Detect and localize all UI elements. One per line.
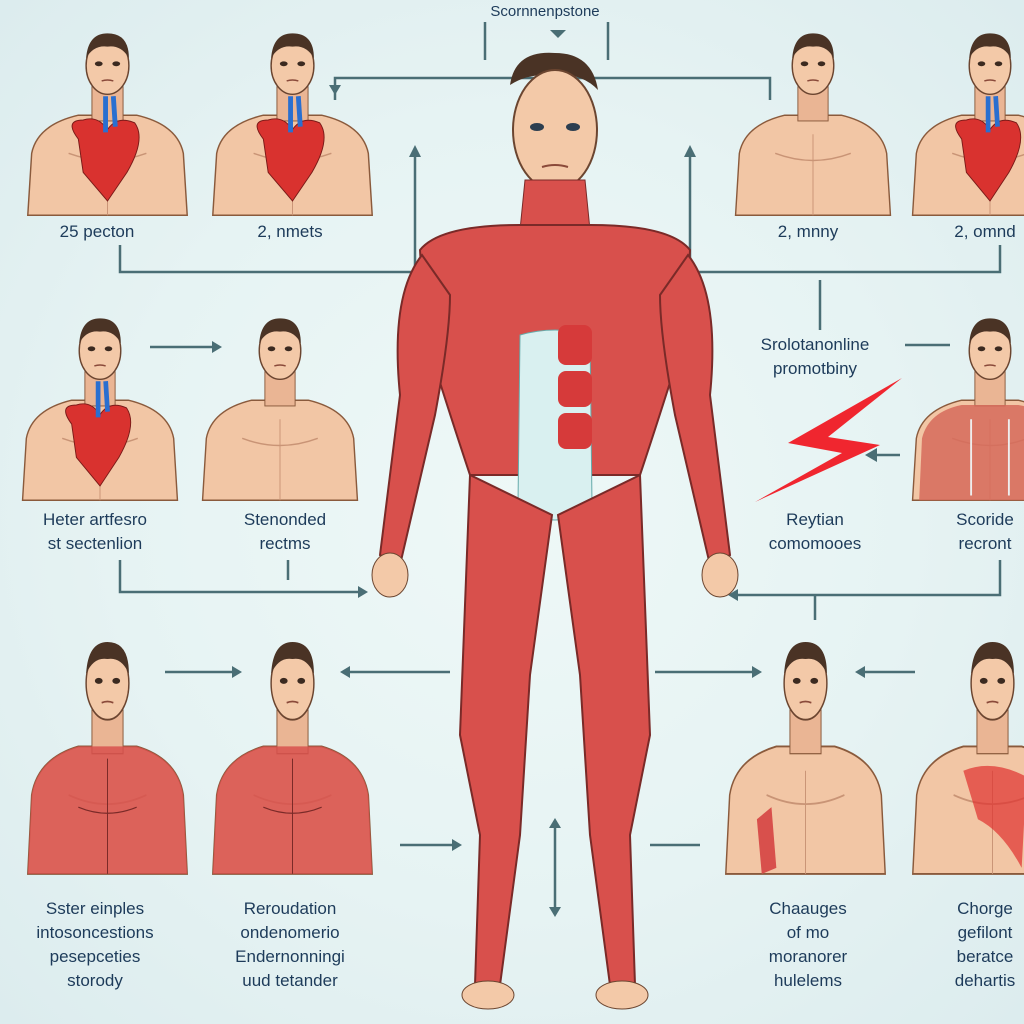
label-line: 2, nmets: [257, 222, 323, 241]
human-torso-icon: [718, 625, 893, 880]
panel-label: 2, mnny: [778, 220, 838, 244]
figure-top-right-2: [905, 20, 1024, 220]
human-torso-icon: [15, 305, 185, 505]
human-torso-icon: [205, 625, 380, 880]
panel-label: Heter artfesro st sectenlion: [43, 508, 147, 556]
panel-label: Chorge gefilont beratce dehartis: [955, 897, 1015, 993]
label-line: 25 pecton: [59, 222, 135, 241]
human-torso-icon: [905, 20, 1024, 220]
label-line: moranorer: [768, 947, 848, 966]
bolt-label: Reytian comomooes: [769, 508, 862, 556]
label-line: gefilont: [957, 923, 1013, 942]
human-torso-icon: [195, 305, 365, 505]
text-line: promotbiny: [772, 359, 858, 378]
label-line: storody: [67, 971, 123, 990]
connector-line: [400, 825, 700, 910]
figure-bottom-right-2: [905, 625, 1024, 880]
label-line: Stenonded: [243, 510, 327, 529]
human-torso-icon: [905, 305, 1024, 505]
panel-label: Stenonded rectms: [244, 508, 326, 556]
human-torso-icon: [905, 625, 1024, 880]
figure-mid-right-2: [905, 305, 1024, 505]
label-line: pesepceties: [49, 947, 141, 966]
connector-line: [483, 22, 610, 60]
human-torso-icon: [205, 20, 380, 220]
figure-bottom-left-2: [205, 625, 380, 880]
figure-bottom-left-1: [20, 625, 195, 880]
connector-line: [118, 150, 417, 274]
connector-line: [150, 280, 950, 457]
label-line: 2, mnny: [777, 222, 839, 241]
label-line: intosoncestions: [36, 923, 154, 942]
panel-label: 2, nmets: [257, 220, 322, 244]
figure-top-left-2: [205, 20, 380, 220]
connector-line: [735, 560, 1002, 620]
label-line: ondenomerio: [240, 923, 340, 942]
label-line: Heter artfesro: [43, 510, 147, 529]
label-line: Chaauges: [769, 899, 847, 918]
panel-label: Chaauges of mo moranorer hulelems: [769, 897, 847, 993]
connector-line: [118, 560, 360, 594]
label-line: st sectenlion: [47, 534, 143, 553]
text-line: Srolotanonline: [760, 335, 870, 354]
label-line: Scoride: [956, 510, 1014, 529]
label-line: hulelems: [773, 971, 843, 990]
label-line: of mo: [786, 923, 830, 942]
panel-label: Scoride recront: [956, 508, 1014, 556]
figure-mid-left-2: [195, 305, 365, 505]
human-torso-icon: [20, 625, 195, 880]
panel-label: 25 pecton: [60, 220, 135, 244]
central-muscle-figure: [371, 52, 739, 1010]
human-torso-icon: [20, 20, 195, 220]
panel-label: Sster einples intosoncestions pesepceties s…: [36, 897, 153, 993]
diagram-title: Scornnenpstone: [490, 3, 600, 20]
label-line: rectms: [259, 534, 311, 553]
text-line: comomooes: [768, 534, 862, 553]
lightning-bolt-icon: [755, 378, 902, 502]
figure-mid-left-1: [15, 305, 185, 505]
label-line: Reroudation: [243, 899, 337, 918]
label-line: beratce: [956, 947, 1014, 966]
figure-top-left-1: [20, 20, 195, 220]
human-torso-icon: [728, 20, 898, 220]
label-line: Chorge: [957, 899, 1013, 918]
label-line: recront: [958, 534, 1012, 553]
label-line: uud tetander: [242, 971, 338, 990]
label-line: 2, omnd: [954, 222, 1016, 241]
text-line: Reytian: [786, 510, 844, 529]
mid-right-text: Srolotanonline promotbiny: [761, 333, 870, 381]
connector-line: [688, 150, 1002, 274]
figure-bottom-right-1: [718, 625, 893, 880]
label-line: dehartis: [954, 971, 1016, 990]
label-line: Sster einples: [45, 899, 145, 918]
panel-label: 2, omnd: [954, 220, 1015, 244]
figure-top-right-1: [728, 20, 898, 220]
label-line: Endernonningi: [235, 947, 345, 966]
